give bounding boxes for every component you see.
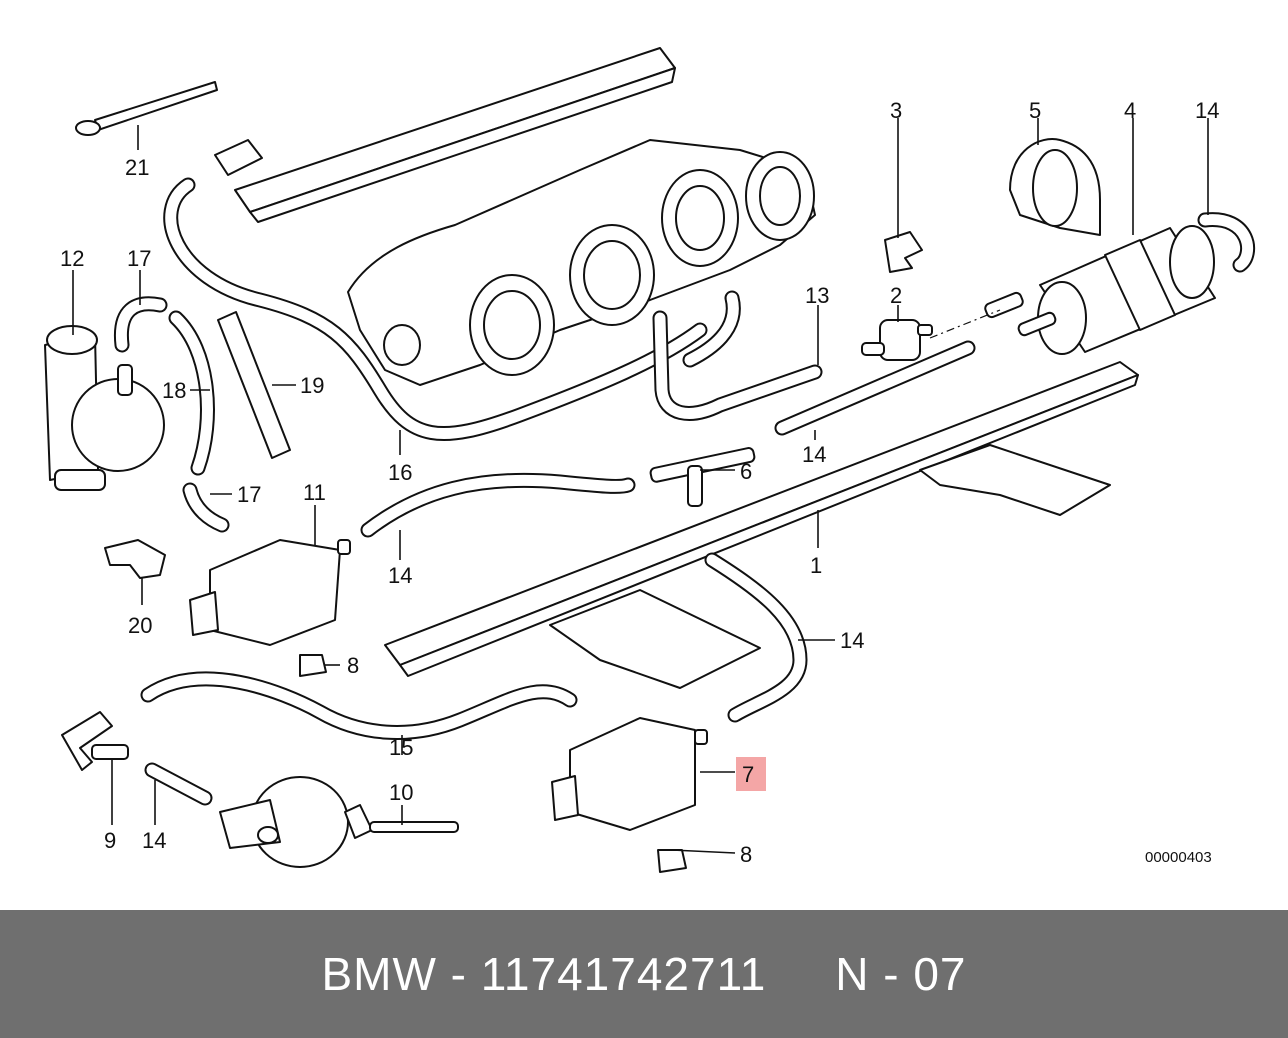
diaphragm-10-drawing: [219, 776, 459, 868]
hose-15-drawing: [140, 671, 578, 740]
part-number-footer: BMW - 11741742711 N - 07: [0, 910, 1288, 1038]
callout-7: 7: [742, 762, 754, 787]
hose-14-short-drawing: [144, 762, 213, 806]
hose-18-drawing: [168, 310, 215, 476]
hose-14-left-drawing: [360, 472, 636, 538]
callout-19: 19: [300, 373, 324, 398]
parts-diagram: 1 2 3 4 5 6 7 8 8 9 10 11 12 13 14 14 14…: [44, 47, 1255, 873]
hose-13-drawing: [652, 290, 823, 421]
hose-17-drawing: [113, 296, 230, 533]
callout-18: 18: [162, 378, 186, 403]
callout-4: 4: [1124, 98, 1136, 123]
callout-14-center: 14: [802, 442, 826, 467]
callout-14-left: 14: [388, 563, 412, 588]
callout-8-lower: 8: [740, 842, 752, 867]
callout-7-highlight: [736, 757, 766, 791]
part-number-text: BMW - 11741742711 N - 07: [321, 948, 967, 1000]
fuel-filter-drawing: [929, 212, 1255, 355]
callout-12: 12: [60, 246, 84, 271]
callout-5: 5: [1029, 98, 1041, 123]
callout-16: 16: [388, 460, 412, 485]
callout-14-bottom: 14: [142, 828, 166, 853]
callout-9: 9: [104, 828, 116, 853]
callout-13: 13: [805, 283, 829, 308]
callout-10: 10: [389, 780, 413, 805]
callout-20: 20: [128, 613, 152, 638]
callout-6: 6: [740, 459, 752, 484]
leader-lines: [72, 118, 1209, 854]
callout-1: 1: [810, 553, 822, 578]
callout-11: 11: [303, 480, 326, 505]
bracket-5-drawing: [1009, 138, 1101, 236]
rail-1-drawing: [384, 361, 1139, 689]
callout-21: 21: [125, 155, 149, 180]
hose-14-right-drawing: [704, 552, 808, 723]
callout-14-right: 14: [840, 628, 864, 653]
callout-2: 2: [890, 283, 902, 308]
callout-3: 3: [890, 98, 902, 123]
t-connector-6-drawing: [649, 447, 756, 507]
callout-15: 15: [389, 735, 413, 760]
sleeve-19-drawing: [217, 311, 291, 459]
callout-labels: 1 2 3 4 5 6 7 8 8 9 10 11 12 13 14 14 14…: [60, 98, 1219, 867]
cable-tie-21-drawing: [75, 81, 218, 136]
diagram-reference-number: 00000403: [1145, 849, 1212, 866]
hose-14-center-drawing: [774, 340, 976, 436]
callout-14-top-right: 14: [1195, 98, 1219, 123]
callout-17-lower: 17: [237, 482, 261, 507]
clip-20-drawing: [104, 539, 166, 579]
clip-3-drawing: [884, 231, 923, 273]
intake-manifold-drawing: [214, 47, 816, 386]
valve-11-drawing: [189, 539, 351, 677]
valve-2-drawing: [861, 319, 933, 361]
callout-8-upper: 8: [347, 653, 359, 678]
hose-16-drawing: [163, 177, 708, 441]
elbow-9-drawing: [61, 711, 129, 771]
valve-7-drawing: [551, 717, 708, 873]
callout-17-upper: 17: [127, 246, 151, 271]
thermostat-12-drawing: [44, 325, 165, 491]
